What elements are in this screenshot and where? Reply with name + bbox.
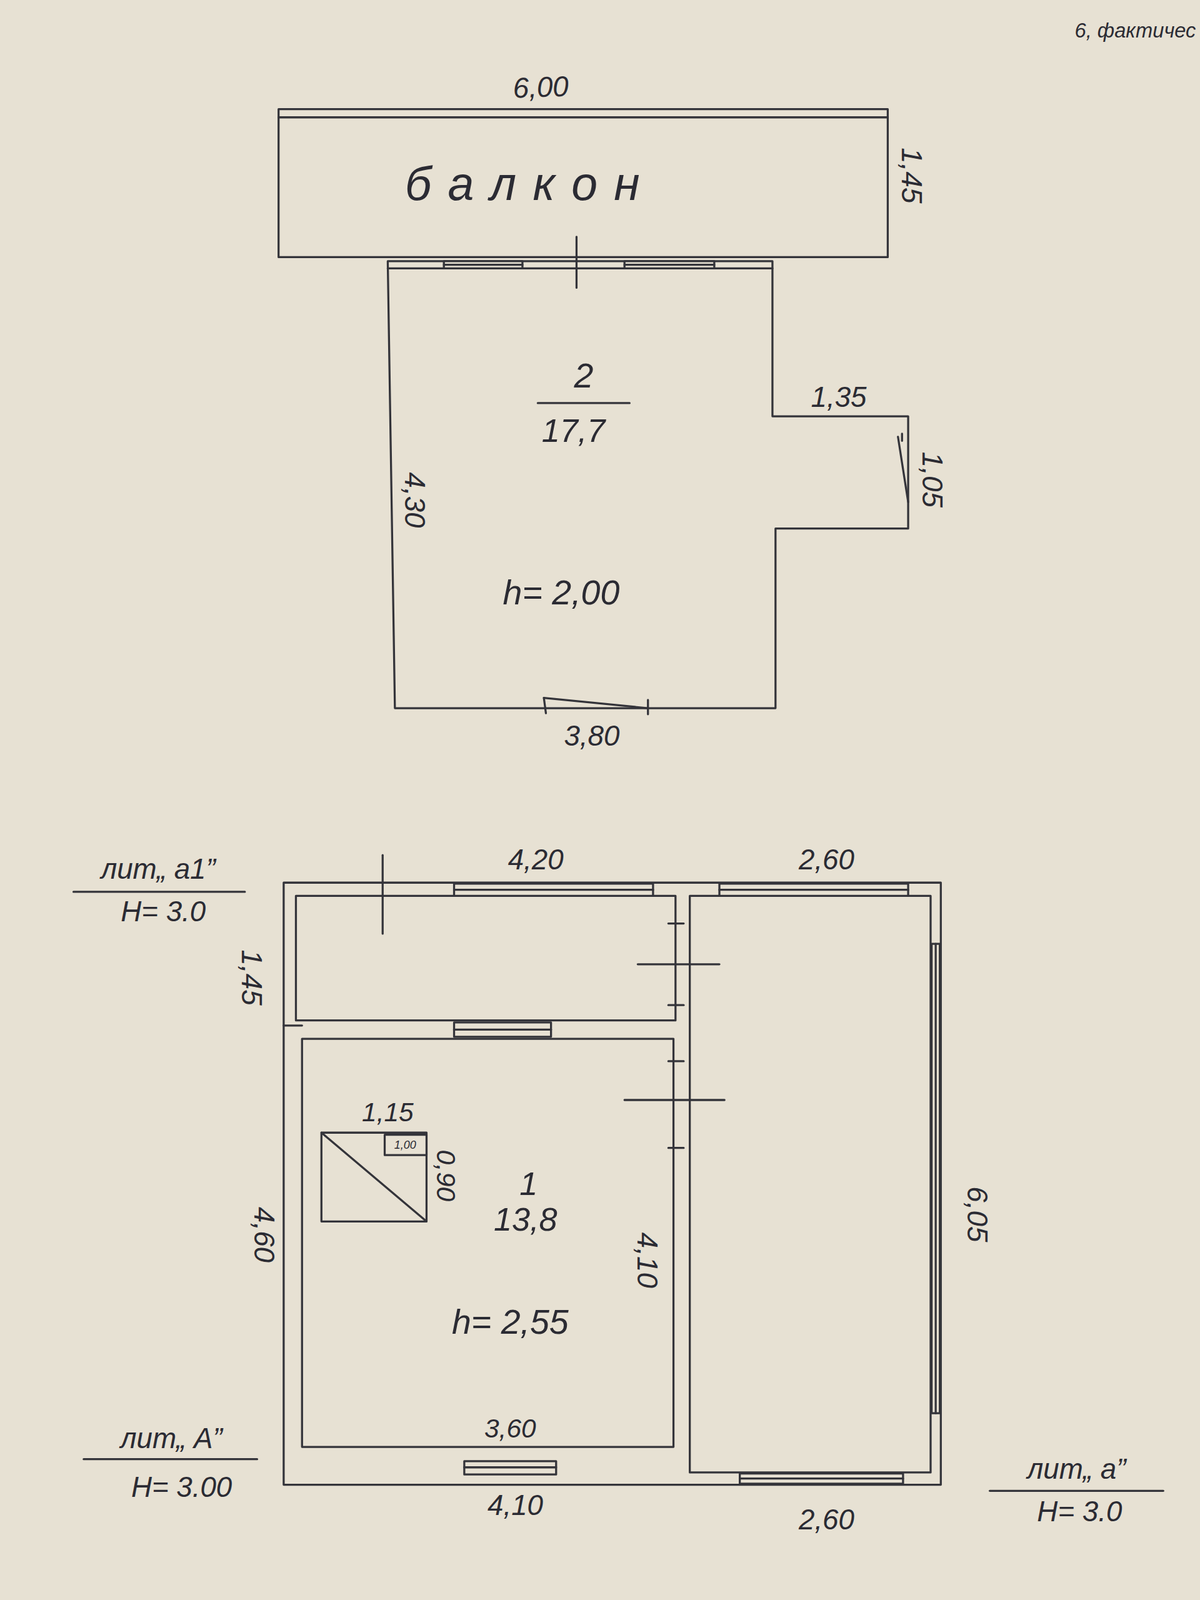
door-mark <box>668 1060 684 1062</box>
underline <box>83 1458 258 1460</box>
window-pane <box>624 263 715 266</box>
door-mark <box>575 236 578 289</box>
room-outline <box>295 895 675 1020</box>
dimension: 6,00 <box>512 72 570 104</box>
building-letter: лит„ а” <box>1027 1455 1127 1484</box>
dimension: 1,15 <box>361 1098 414 1125</box>
door-mark <box>646 700 649 715</box>
window <box>719 883 909 897</box>
balcony-rail <box>278 116 889 119</box>
fraction-line <box>537 401 630 404</box>
dimension: 3,80 <box>563 722 620 752</box>
window <box>464 1461 557 1475</box>
balcony-area: балкон <box>278 109 889 258</box>
window-pane <box>454 1028 552 1031</box>
wall-line <box>283 1024 302 1027</box>
window <box>443 261 523 269</box>
room-number: 2 <box>573 358 594 394</box>
dimension: 3,60 <box>484 1415 537 1442</box>
room-name: балкон <box>405 160 657 207</box>
room-outline <box>387 261 909 709</box>
door-mark <box>637 963 720 965</box>
room-outline <box>301 1038 674 1447</box>
window <box>624 261 715 269</box>
window <box>931 943 940 1414</box>
window <box>740 1473 904 1484</box>
door-mark <box>624 1098 725 1101</box>
door-mark <box>381 855 384 934</box>
building-letter: лит„ а1” <box>100 855 215 884</box>
dimension: 4,30 <box>400 472 429 529</box>
dimension: 2,60 <box>798 845 855 875</box>
dimension: 1,45 <box>896 147 926 204</box>
dimension: 4,20 <box>508 845 564 875</box>
door-mark <box>668 1146 684 1149</box>
window-pane <box>740 1477 904 1480</box>
door-swing <box>898 436 909 502</box>
door-mark <box>668 1004 684 1007</box>
room-area: 113,8 h= 2,55 <box>301 1038 674 1447</box>
door-mark <box>543 698 546 714</box>
balcony-outline <box>278 109 889 258</box>
dimension: 6,05 <box>962 1186 992 1242</box>
room-area-value: 13,8 <box>493 1203 558 1236</box>
stove-box <box>385 1135 427 1156</box>
room-area-value: 17,7 <box>541 414 606 447</box>
dimension: 2,60 <box>798 1506 855 1535</box>
window-pane <box>443 263 523 266</box>
door-swing <box>543 698 649 709</box>
dimension: 4,10 <box>632 1232 662 1289</box>
door-mark <box>668 922 684 925</box>
ceiling-height: h= 2,55 <box>451 1304 569 1340</box>
building-height: H= 3.00 <box>131 1473 232 1503</box>
room-outline <box>690 895 931 1472</box>
stove-symbol <box>321 1132 427 1222</box>
building-height: H= 3.0 <box>120 898 206 927</box>
window-pane <box>719 888 909 891</box>
building-height: H= 3.0 <box>1036 1498 1122 1527</box>
dimension: 1,00 <box>394 1139 417 1151</box>
room-number: 1 <box>519 1167 538 1200</box>
stove-diagonal <box>321 1132 427 1222</box>
ceiling-height: h= 2,00 <box>503 574 620 610</box>
dimension: 4,10 <box>487 1491 544 1521</box>
dimension: 4,60 <box>248 1206 278 1263</box>
underline <box>73 890 245 893</box>
dimension: 1,45 <box>236 950 266 1006</box>
building-outline <box>283 882 941 1485</box>
dimension: 1,35 <box>811 383 867 413</box>
door-mark <box>901 433 904 441</box>
window-pane <box>454 888 654 891</box>
window <box>454 1022 552 1037</box>
dimension: 0,90 <box>432 1150 459 1202</box>
page-note: 6, фактичес <box>1075 20 1197 42</box>
window-pane <box>464 1466 557 1469</box>
window-pane <box>935 943 937 1414</box>
building-letter: лит„ А” <box>120 1424 223 1454</box>
dimension: 1,05 <box>917 451 947 508</box>
window <box>454 883 654 897</box>
underline <box>990 1490 1164 1492</box>
room-area: 2 17,7 h= 2,00 <box>395 268 772 709</box>
